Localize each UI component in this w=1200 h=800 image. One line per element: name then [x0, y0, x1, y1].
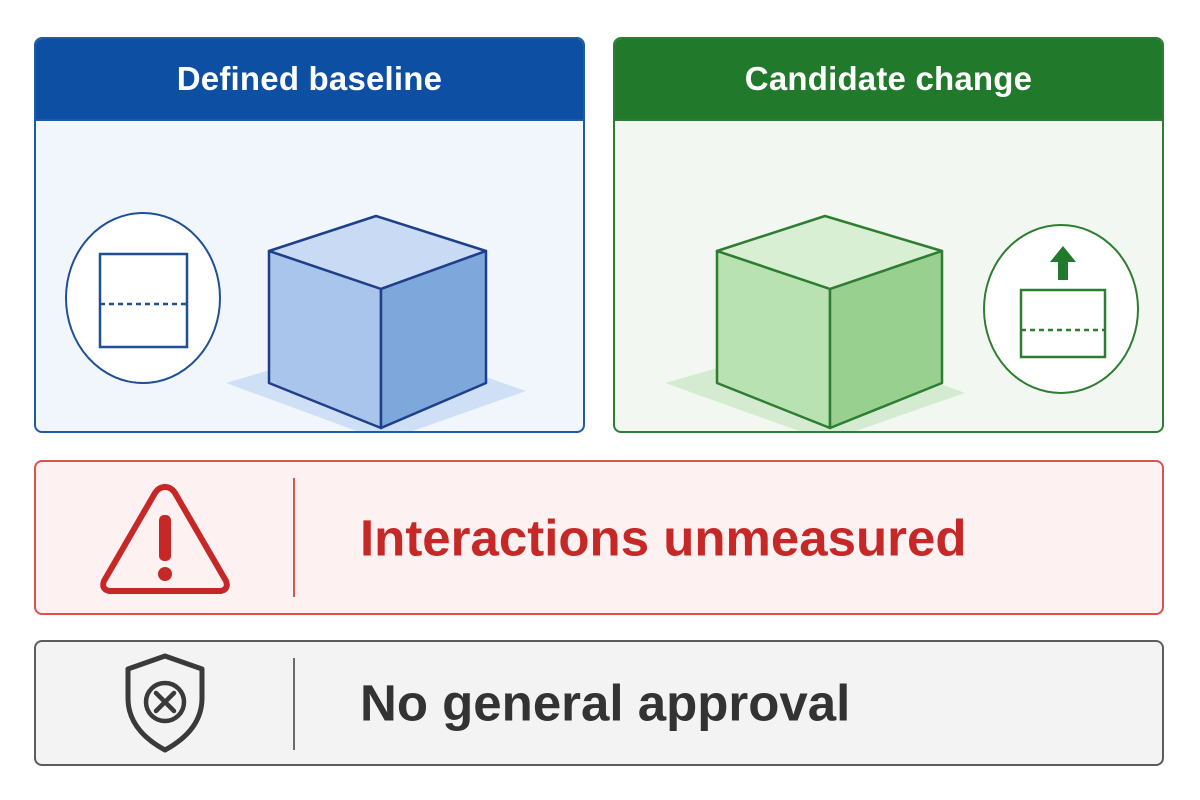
shield-x-icon: [125, 653, 205, 753]
baseline-level-icon: [65, 212, 221, 384]
candidate-cube-icon: [665, 214, 965, 431]
deny-divider: [293, 658, 295, 750]
warning-icon-area: [36, 462, 294, 613]
deny-banner: No general approval: [34, 640, 1164, 766]
deny-text: No general approval: [360, 674, 851, 732]
candidate-level-up-icon: [983, 224, 1139, 394]
deny-icon-area: [36, 642, 294, 764]
baseline-illustration: [65, 212, 526, 431]
baseline-title: Defined baseline: [36, 39, 583, 121]
candidate-panel: Candidate change: [613, 37, 1164, 433]
warning-text: Interactions unmeasured: [360, 509, 967, 566]
candidate-body: [615, 121, 1162, 431]
baseline-cube-icon: [226, 214, 526, 431]
baseline-body: [36, 121, 583, 431]
candidate-title: Candidate change: [615, 39, 1162, 121]
warning-triangle-icon: [100, 483, 230, 594]
baseline-panel: Defined baseline: [34, 37, 585, 433]
warning-banner: Interactions unmeasured: [34, 460, 1164, 615]
warning-divider: [293, 478, 295, 597]
candidate-illustration: [665, 214, 1139, 431]
